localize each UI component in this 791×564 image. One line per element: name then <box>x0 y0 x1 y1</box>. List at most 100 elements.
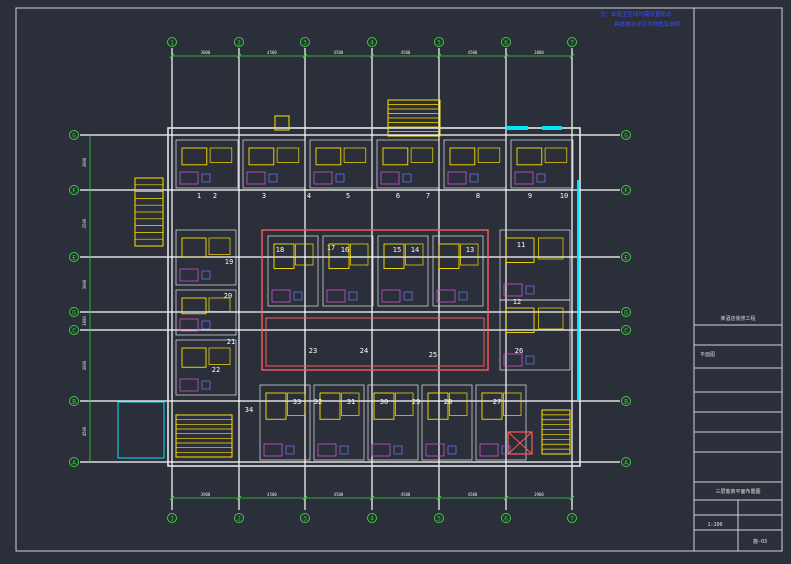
dim-tick-top-0 <box>169 53 175 59</box>
title-block-project: 平面图 <box>700 352 715 358</box>
grid-label-bottom-7: 7 <box>570 516 574 523</box>
bed-5 <box>516 147 543 166</box>
grid-label-left-D: D <box>72 310 76 317</box>
room-number-32: 32 <box>314 398 322 406</box>
desk-8 <box>405 243 424 266</box>
desk-18 <box>208 297 231 312</box>
grid-label-right-D: D <box>624 310 628 317</box>
bath-12 <box>371 443 391 457</box>
bed-3 <box>382 147 409 166</box>
desk-4 <box>477 147 501 163</box>
fixture-0 <box>201 173 211 183</box>
room-number-6: 6 <box>396 192 400 200</box>
dim-text-bottom-1: 4500 <box>267 492 277 497</box>
grid-label-right-E: E <box>624 255 628 262</box>
desk-14 <box>503 392 522 416</box>
room-cell-7 <box>322 235 374 307</box>
room-number-31: 31 <box>347 398 355 406</box>
grid-label-top-3: 3 <box>303 40 307 47</box>
room-number-17: 17 <box>327 244 335 252</box>
room-number-26: 26 <box>515 347 523 355</box>
grid-bubble-bottom-6 <box>501 513 511 523</box>
bath-0 <box>179 171 199 185</box>
bed-7 <box>328 243 350 269</box>
bath-14 <box>479 443 499 457</box>
bath-15 <box>503 283 523 297</box>
room-number-23: 23 <box>309 347 317 355</box>
room-cell-10 <box>259 384 311 461</box>
room-number-7: 7 <box>426 192 430 200</box>
room-number-20: 20 <box>224 292 232 300</box>
grid-label-left-G: G <box>72 133 76 140</box>
room-cell-6 <box>267 235 319 307</box>
bath-3 <box>380 171 400 185</box>
room-cell-2 <box>309 139 373 189</box>
grid-bubble-top-6 <box>501 37 511 47</box>
dim-tick-bottom-6 <box>569 495 575 501</box>
lift-lobby <box>117 401 165 459</box>
bath-9 <box>436 289 456 303</box>
fixture-10 <box>285 445 295 455</box>
dim-text-left-4: 3000 <box>82 360 87 370</box>
room-number-34: 34 <box>245 406 253 414</box>
bed-18 <box>181 297 207 315</box>
grid-label-left-C: C <box>72 328 76 335</box>
room-number-19: 19 <box>225 258 233 266</box>
grid-bubble-left-E <box>69 252 79 262</box>
dim-tick-top-2 <box>302 53 308 59</box>
bed-10 <box>265 392 287 420</box>
grid-bubble-right-C <box>621 325 631 335</box>
corridor-ring <box>261 229 489 371</box>
room-cell-13 <box>421 384 473 461</box>
room-number-13: 13 <box>466 246 474 254</box>
desk-12 <box>395 392 414 416</box>
bed-17 <box>181 237 207 258</box>
dim-tick-top-1 <box>236 53 242 59</box>
desk-11 <box>341 392 360 416</box>
room-cell-19 <box>175 339 237 396</box>
grid-bubble-right-E <box>621 252 631 262</box>
sheet-number: 施-03 <box>753 538 767 545</box>
desk-0 <box>209 147 233 163</box>
room-number-18: 18 <box>276 246 284 254</box>
dim-tick-top-4 <box>436 53 442 59</box>
room-cell-15 <box>499 229 571 301</box>
grid-bubble-top-1 <box>167 37 177 47</box>
desk-10 <box>287 392 306 416</box>
equipment-box <box>507 431 533 455</box>
grid-bubble-left-C <box>69 325 79 335</box>
room-cell-16 <box>499 299 571 371</box>
bed-6 <box>273 243 295 269</box>
bed-12 <box>373 392 395 420</box>
grid-bubble-left-D <box>69 307 79 317</box>
room-number-12: 12 <box>513 298 521 306</box>
desk-1 <box>276 147 300 163</box>
fixture-2 <box>335 173 345 183</box>
grid-bubble-left-G <box>69 130 79 140</box>
room-cell-14 <box>475 384 527 461</box>
window-top-1 <box>506 126 528 130</box>
room-number-8: 8 <box>476 192 480 200</box>
desk-2 <box>343 147 367 163</box>
desk-7 <box>350 243 369 266</box>
grid-label-right-B: B <box>624 399 628 406</box>
room-number-24: 24 <box>360 347 368 355</box>
grid-label-left-B: B <box>72 399 76 406</box>
fixture-8 <box>403 291 413 301</box>
dim-text-left-2: 3000 <box>82 279 87 289</box>
room-cell-0 <box>175 139 239 189</box>
desk-5 <box>544 147 568 163</box>
grid-label-bottom-2: 2 <box>237 516 241 523</box>
dim-text-bottom-3: 4500 <box>401 492 411 497</box>
title-block: 某酒店装修工程 平面图 三层客房平面布置图 1:100 施-03 <box>693 8 782 551</box>
bath-10 <box>263 443 283 457</box>
dim-text-left-3: 3000 <box>82 316 87 326</box>
desk-6 <box>295 243 314 266</box>
stair-bottom-right <box>541 409 571 455</box>
dim-text-bottom-4: 4500 <box>468 492 478 497</box>
bath-7 <box>326 289 346 303</box>
grid-label-bottom-5: 5 <box>437 516 441 523</box>
grid-label-top-6: 6 <box>504 40 508 47</box>
